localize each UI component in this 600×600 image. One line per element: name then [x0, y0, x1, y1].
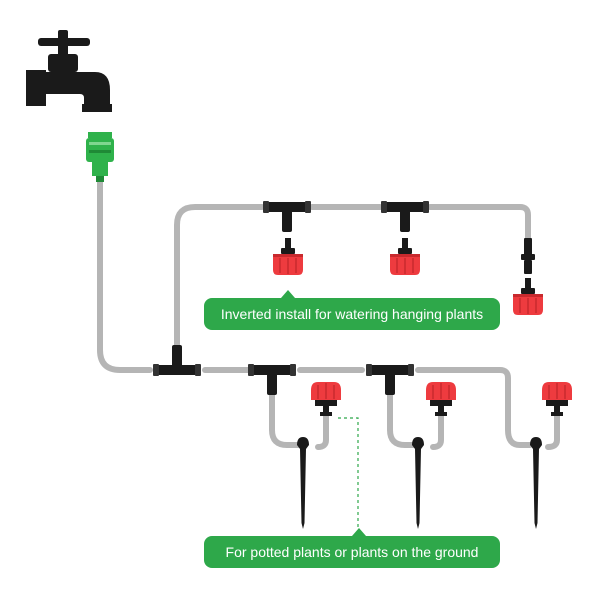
hose-adapter-icon [86, 132, 114, 182]
tee-connector-icon [263, 201, 311, 232]
faucet-icon [26, 30, 112, 112]
tee-connector-icon [381, 201, 429, 232]
callout-pointer [352, 528, 366, 536]
adjustable-dripper-icon [310, 381, 342, 417]
adjustable-dripper-icon [425, 381, 457, 417]
end-connector-icon [521, 238, 535, 274]
callout-pointer [281, 290, 295, 298]
tee-connector-icon [366, 364, 414, 395]
ground-stake-icon [297, 437, 309, 529]
tee-connector-icon [248, 364, 296, 395]
adjustable-dripper-icon [541, 381, 573, 417]
adjustable-dripper-icon [272, 237, 304, 276]
adjustable-dripper-icon [389, 237, 421, 276]
ground-stake-icon [412, 437, 424, 529]
callout-ground-plants: For potted plants or plants on the groun… [204, 528, 500, 568]
tubing [97, 177, 560, 450]
callout-inverted-install: Inverted install for watering hanging pl… [204, 290, 500, 330]
callout-label: Inverted install for watering hanging pl… [220, 306, 484, 322]
callout-label: For potted plants or plants on the groun… [225, 544, 479, 560]
tee-connector-icon [153, 345, 201, 376]
ground-stake-icon [530, 437, 542, 529]
pointer-line [338, 417, 359, 528]
adjustable-dripper-icon [512, 277, 544, 316]
